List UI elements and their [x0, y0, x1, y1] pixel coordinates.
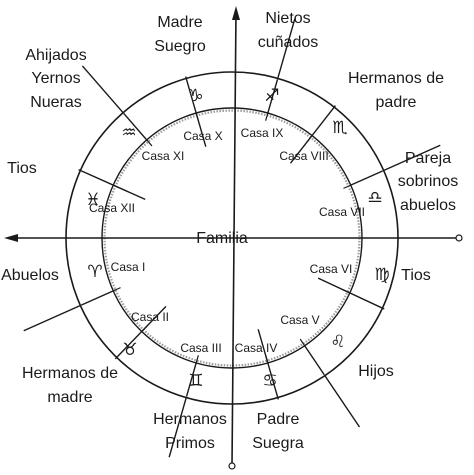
divider-tick-inner: [141, 325, 148, 332]
relative-label-line: madre: [47, 389, 92, 406]
relative-label-line: Tios: [7, 160, 37, 177]
divider-line-extended: [324, 375, 361, 428]
relatives-nietos-cunados: Nietos cuñados: [258, 10, 319, 51]
relative-label-line: Nietos: [265, 10, 310, 27]
aquarius-glyph: ♒: [121, 123, 136, 143]
house-label-casa-11: Casa XI: [142, 149, 185, 163]
relative-label-line: Madre: [157, 14, 202, 31]
relatives-hijos: Hijos: [358, 363, 394, 380]
relatives-abuelos: Abuelos: [1, 267, 59, 284]
zodiac-signs: ♈ ♉ ♊ ♋ ♌ ♍ ♎ ♏ ♐ ♑ ♒ ♓: [85, 86, 389, 391]
axis-arrowhead-left: [4, 234, 18, 242]
house-label-casa-9: Casa IX: [241, 126, 284, 140]
virgo-glyph: ♍: [374, 265, 389, 285]
divider-tick-inner: [112, 184, 121, 189]
divider-line-outer: [304, 345, 325, 376]
relative-label-line: Hermanos: [153, 411, 227, 428]
axis-endpoint-right: [455, 234, 463, 242]
relatives-hermanos-padre: Hermanos de padre: [348, 70, 444, 111]
relatives-hermanos-madre: Hermanos de madre: [22, 365, 118, 406]
divider-tick-inner: [299, 338, 306, 347]
divider-line-outer: [185, 76, 207, 147]
relative-label-line: Tios: [401, 267, 431, 284]
divider-line-extended: [277, 18, 296, 79]
main-axes: [4, 6, 463, 470]
relative-label-line: Ahijados: [25, 47, 86, 64]
house-label-casa-6: Casa VI: [310, 262, 353, 276]
relative-label-line: abuelos: [400, 197, 456, 214]
relatives-tios-right: Tios: [401, 267, 431, 284]
taurus-glyph: ♉: [122, 340, 137, 360]
libra-glyph: ♎: [367, 188, 382, 208]
house-label-casa-8: Casa VIII: [279, 149, 328, 163]
divider-tick-inner: [146, 139, 153, 147]
house-label-casa-12: Casa XII: [89, 201, 135, 215]
relative-label-line: cuñados: [258, 34, 319, 51]
divider-line-outer: [350, 170, 384, 186]
house-dividers: [23, 18, 441, 458]
relative-label-line: Nueras: [30, 94, 82, 111]
divider-line-outer: [114, 305, 167, 360]
relative-label-line: Hermanos de: [22, 365, 118, 382]
divider-line-outer: [78, 169, 146, 200]
divider-line-outer: [185, 362, 197, 397]
sagittarius-glyph: ♐: [264, 86, 279, 106]
relative-label-line: Primos: [165, 435, 215, 452]
house-label-casa-5: Casa V: [280, 313, 319, 327]
house-label-casa-4: Casa IV: [235, 341, 278, 355]
divider-tick-inner: [195, 355, 199, 364]
cancer-glyph: ♋: [262, 371, 277, 391]
relative-label-line: sobrinos: [398, 173, 458, 190]
house-label-casa-3: Casa III: [180, 341, 221, 355]
axis-endpoint-bottom: [228, 462, 236, 470]
divider-line-outer: [80, 290, 114, 306]
divider-line-extended: [23, 304, 81, 332]
relative-label-line: padre: [376, 94, 417, 111]
divider-line-extended: [383, 144, 441, 172]
relative-label-line: Suegra: [252, 435, 304, 452]
leo-glyph: ♌: [330, 332, 345, 352]
divider-line-outer: [123, 113, 148, 141]
divider-line-extended: [168, 397, 187, 458]
divider-line-outer: [289, 105, 336, 164]
divider-line-outer: [257, 329, 279, 400]
aries-glyph: ♈: [87, 262, 102, 282]
relative-label-line: Suegro: [154, 38, 206, 55]
divider-tick-inner: [112, 287, 121, 292]
relative-label-line: Hermanos de: [348, 70, 444, 87]
divider-tick-inner: [306, 135, 313, 143]
divider-line-outer: [267, 79, 279, 114]
axis-arrowhead-top: [232, 6, 240, 20]
relative-label-line: Hijos: [358, 363, 394, 380]
relative-label-line: Yernos: [31, 70, 80, 87]
capricorn-glyph: ♑: [188, 86, 203, 106]
center-label: Familia: [196, 230, 248, 247]
divider-tick-inner: [343, 184, 352, 189]
divider-tick-inner: [342, 289, 351, 294]
divider-tick-inner: [195, 112, 199, 121]
scorpio-glyph: ♏: [332, 118, 347, 138]
relatives-tios-left: Tios: [7, 160, 37, 177]
house-label-casa-7: Casa VII: [319, 205, 365, 219]
house-label-casa-10: Casa X: [183, 129, 222, 143]
gemini-glyph: ♊: [188, 371, 203, 391]
divider-tick-inner: [265, 355, 269, 364]
relative-label-line: Padre: [257, 411, 300, 428]
pisces-glyph: ♓: [85, 190, 100, 210]
divider-line-outer: [317, 277, 385, 310]
divider-line-extended: [81, 65, 124, 114]
house-label-casa-2: Casa II: [131, 310, 169, 324]
relative-label-line: Pareja: [405, 150, 451, 167]
relatives-pareja: Pareja sobrinos abuelos: [398, 150, 458, 214]
house-label-casa-1: Casa I: [111, 260, 146, 274]
divider-tick-inner: [265, 112, 269, 121]
relative-label-line: Abuelos: [1, 267, 59, 284]
